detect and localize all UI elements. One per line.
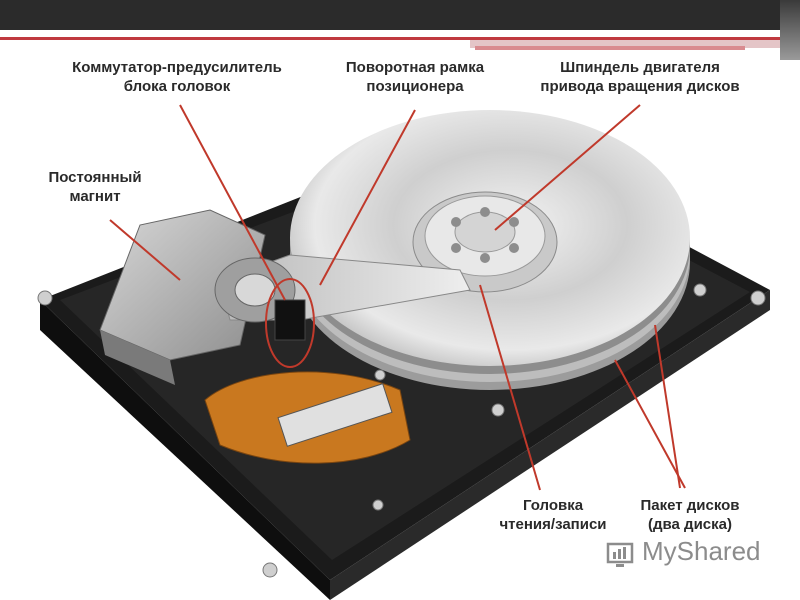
label-commutator-line2: блока головок — [123, 78, 231, 95]
highlight-circle — [265, 278, 315, 368]
label-spindle-line1: Шпиндель двигателя — [560, 59, 720, 76]
slide-corner-decoration — [780, 0, 800, 60]
spindle-hub — [412, 191, 558, 293]
slide-top-bar — [0, 0, 800, 30]
label-spindle-line2: привода вращения дисков — [540, 78, 740, 95]
label-platter-pack: Пакет дисков (два диска) — [630, 496, 750, 534]
label-read-write-head: Головка чтения/записи — [498, 496, 608, 534]
slide-accent-band — [470, 40, 800, 48]
label-commutator-line1: Коммутатор-предусилитель — [72, 59, 282, 76]
watermark-text: MyShared — [642, 536, 761, 566]
label-head-line1: Головка — [522, 497, 584, 514]
flex-cable — [204, 371, 411, 464]
label-commutator-preamp: Коммутатор-предусилитель блока головок — [62, 58, 292, 96]
label-platters-line1: Пакет дисков — [640, 497, 740, 514]
label-spindle-motor: Шпиндель двигателя привода вращения диск… — [530, 58, 750, 96]
label-head-line2: чтения/записи — [499, 516, 607, 533]
slide-accent-bar — [475, 46, 745, 50]
label-platters-line2: (два диска) — [648, 516, 732, 533]
label-positioner-frame: Поворотная рамка позиционера — [330, 58, 500, 96]
actuator-arm — [214, 254, 471, 341]
slide-accent-line — [0, 37, 800, 40]
label-frame-line2: позиционера — [366, 78, 464, 95]
label-permanent-magnet: Постоянный магнит — [40, 168, 150, 206]
label-frame-line1: Поворотная рамка — [345, 59, 485, 76]
myshared-logo-icon — [606, 542, 634, 567]
label-magnet-line2: магнит — [69, 188, 121, 205]
label-magnet-line1: Постоянный — [48, 169, 142, 186]
pointer-lines — [109, 104, 686, 491]
